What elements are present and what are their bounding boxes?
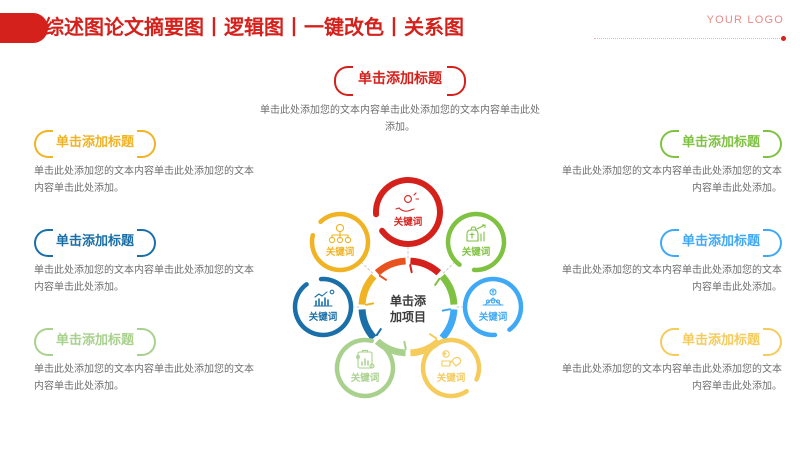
node-top-label: 关键词 — [394, 216, 423, 228]
node-right[interactable]: 关键词 — [462, 276, 524, 338]
node-right-label: 关键词 — [479, 311, 508, 323]
right-text-block-3: 单击添加标题 单击此处添加您的文本内容单击此处添加您的文本内容单击此处添加。 — [560, 328, 783, 395]
node-upper-left[interactable]: 关键词 — [309, 211, 371, 273]
left-text-block-2: 单击添加标题 单击此处添加您的文本内容单击此处添加您的文本内容单击此处添加。 — [34, 229, 256, 296]
left-text-block-1: 单击添加标题 单击此处添加您的文本内容单击此处添加您的文本内容单击此处添加。 — [34, 130, 256, 197]
right-block-1-body: 单击此处添加您的文本内容单击此处添加您的文本内容单击此处添加。 — [562, 166, 782, 194]
diagram-nodes: 关键词关键词关键词关键词关键词关键词关键词 — [292, 177, 524, 399]
top-block-body: 单击此处添加您的文本内容单击此处添加您的文本内容单击此处添加。 — [260, 105, 540, 133]
top-text-block: 单击添加标题 单击此处添加您的文本内容单击此处添加您的文本内容单击此处添加。 — [258, 66, 542, 136]
left-text-block-3: 单击添加标题 单击此处添加您的文本内容单击此处添加您的文本内容单击此处添加。 — [34, 328, 256, 395]
node-left-ring — [292, 276, 354, 338]
diagram-hub[interactable]: 单击添加项目 — [358, 257, 458, 357]
hierarchy-gear-icon — [328, 223, 352, 244]
node-right-ring — [462, 276, 524, 338]
left-block-1-title[interactable]: 单击添加标题 — [34, 130, 157, 158]
node-upper-left-label: 关键词 — [326, 246, 355, 258]
clipboard-chart-icon — [356, 349, 375, 369]
node-top-ring — [373, 177, 443, 247]
node-upper-right[interactable]: 关键词 — [445, 211, 507, 273]
right-block-3-title[interactable]: 单击添加标题 — [659, 328, 783, 356]
bar-chart-icon — [313, 289, 335, 307]
right-text-block-2: 单击添加标题 单击此处添加您的文本内容单击此处添加您的文本内容单击此处添加。 — [560, 229, 783, 296]
node-left[interactable]: 关键词 — [292, 276, 354, 338]
top-block-title[interactable]: 单击添加标题 — [334, 66, 466, 96]
right-block-3-body: 单击此处添加您的文本内容单击此处添加您的文本内容单击此处添加。 — [562, 364, 782, 392]
relationship-diagram: 单击添加项目 关键词关键词关键词关键词关键词关键词关键词 — [268, 155, 532, 440]
node-lower-right-label: 关键词 — [437, 372, 466, 384]
node-lower-right-ring — [420, 337, 482, 399]
right-block-2-body: 单击此处添加您的文本内容单击此处添加您的文本内容单击此处添加。 — [562, 265, 782, 293]
left-block-2-title[interactable]: 单击添加标题 — [34, 229, 157, 257]
node-lower-left-ring — [334, 337, 396, 399]
diagram-canvas: 单击添加项目 关键词关键词关键词关键词关键词关键词关键词 — [292, 177, 524, 399]
hub-label: 单击添加项目 — [389, 293, 427, 324]
node-lower-left-label: 关键词 — [351, 372, 380, 384]
node-top[interactable]: 关键词 — [373, 177, 443, 247]
node-upper-right-label: 关键词 — [462, 246, 491, 258]
header-dotted-rule — [594, 38, 784, 40]
right-text-block-1: 单击添加标题 单击此处添加您的文本内容单击此处添加您的文本内容单击此处添加。 — [560, 130, 783, 197]
page-header: 综述图论文摘要图丨逻辑图丨一键改色丨关系图 YOUR LOGO — [0, 0, 800, 56]
right-block-2-title[interactable]: 单击添加标题 — [659, 229, 783, 257]
left-block-2-body: 单击此处添加您的文本内容单击此处添加您的文本内容单击此处添加。 — [34, 265, 254, 293]
bank-dollar-icon — [482, 288, 504, 306]
node-upper-right-ring — [445, 211, 507, 273]
header-rule-end-dot — [781, 36, 786, 41]
right-block-1-title[interactable]: 单击添加标题 — [659, 130, 783, 158]
logo-placeholder: YOUR LOGO — [706, 14, 784, 26]
node-lower-right[interactable]: 关键词 — [420, 337, 482, 399]
money-growth-icon — [466, 224, 486, 242]
node-lower-left[interactable]: 关键词 — [334, 337, 396, 399]
handshake-coin-icon — [441, 350, 462, 367]
hand-coin-icon — [395, 192, 420, 212]
node-upper-left-ring — [309, 211, 371, 273]
header-accent-pill — [0, 13, 48, 43]
page-title: 综述图论文摘要图丨逻辑图丨一键改色丨关系图 — [44, 17, 464, 39]
left-block-3-body: 单击此处添加您的文本内容单击此处添加您的文本内容单击此处添加。 — [34, 364, 254, 392]
node-left-label: 关键词 — [309, 311, 338, 323]
left-block-3-title[interactable]: 单击添加标题 — [34, 328, 157, 356]
left-block-1-body: 单击此处添加您的文本内容单击此处添加您的文本内容单击此处添加。 — [34, 166, 254, 194]
